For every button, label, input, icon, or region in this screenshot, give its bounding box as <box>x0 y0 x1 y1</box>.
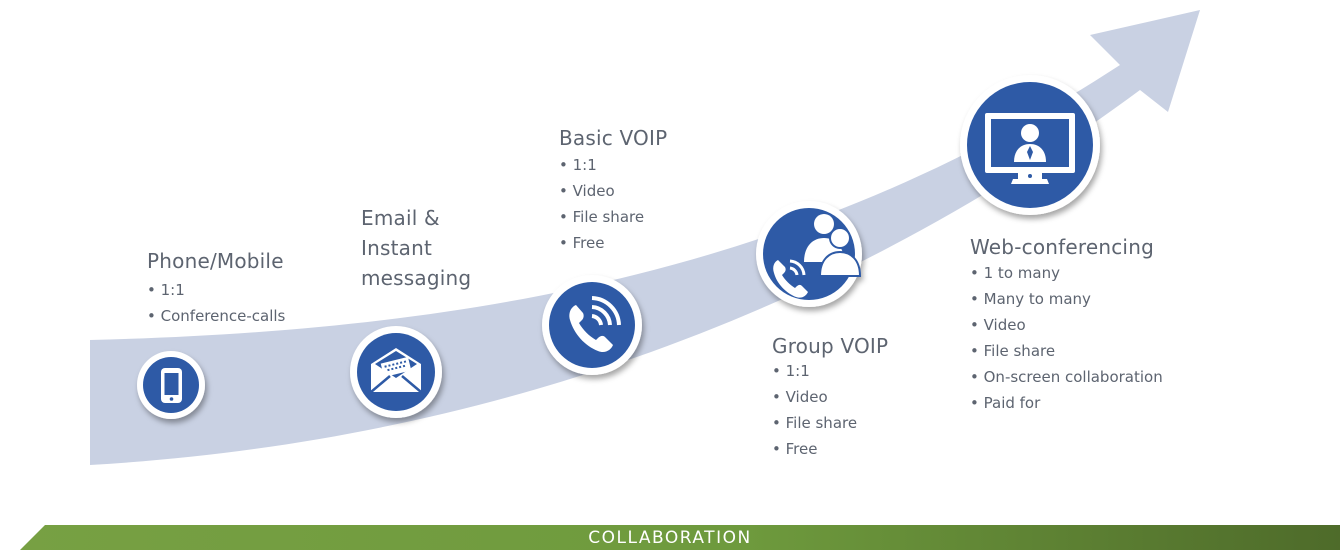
collaboration-bar <box>20 525 1340 550</box>
collaboration-label: COLLABORATION <box>588 528 752 548</box>
bullet-item: Free <box>559 230 644 256</box>
stage-title-phone-mobile: Phone/Mobile <box>147 248 284 274</box>
bullet-item: File share <box>970 338 1163 364</box>
group-call-icon <box>756 201 862 307</box>
stage-title-line: messaging <box>361 266 472 290</box>
bullet-item: 1:1 <box>772 358 857 384</box>
bullet-item: 1:1 <box>147 277 285 303</box>
stage-title-line: Web-conferencing <box>970 235 1154 259</box>
phone-wifi-icon <box>542 275 642 375</box>
bullet-item: Many to many <box>970 286 1163 312</box>
bullet-item: Paid for <box>970 390 1163 416</box>
mobile-phone-icon <box>137 351 205 419</box>
stage-title-group-voip: Group VOIP <box>772 333 888 359</box>
bullet-item: Conference-calls <box>147 303 286 329</box>
stage-bullets-web-conferencing: 1 to many Many to many Video File share … <box>970 260 1163 416</box>
bullet-item: On-screen collaboration <box>970 364 1163 390</box>
bullet-item: Video <box>559 178 644 204</box>
stage-title-line: Phone/Mobile <box>147 249 284 273</box>
bullet-item: 1 to many <box>970 260 1163 286</box>
stage-title-line: Group VOIP <box>772 334 889 358</box>
stage-title-web-conferencing: Web-conferencing <box>970 234 1154 260</box>
stage-title-line: Basic VOIP <box>559 126 668 150</box>
stage-title-basic-voip: Basic VOIP <box>559 125 667 151</box>
stage-bullets-phone-mobile: 1:1 Conference-calls <box>147 277 286 329</box>
bullet-item: Video <box>970 312 1163 338</box>
monitor-presenter-icon <box>960 75 1100 215</box>
bullet-item: Free <box>772 436 857 462</box>
stage-bullets-basic-voip: 1:1 Video File share Free <box>559 152 644 256</box>
stage-title-line: Instant <box>361 236 433 260</box>
bullet-item: File share <box>772 410 857 436</box>
stage-title-line: Email & <box>361 206 440 230</box>
bullet-item: Video <box>772 384 857 410</box>
stage-bullets-group-voip: 1:1 Video File share Free <box>772 358 857 462</box>
envelope-icon <box>350 326 442 418</box>
stage-title-email-im: Email & Instant messaging <box>361 203 471 293</box>
bullet-item: File share <box>559 204 644 230</box>
bullet-item: 1:1 <box>559 152 644 178</box>
